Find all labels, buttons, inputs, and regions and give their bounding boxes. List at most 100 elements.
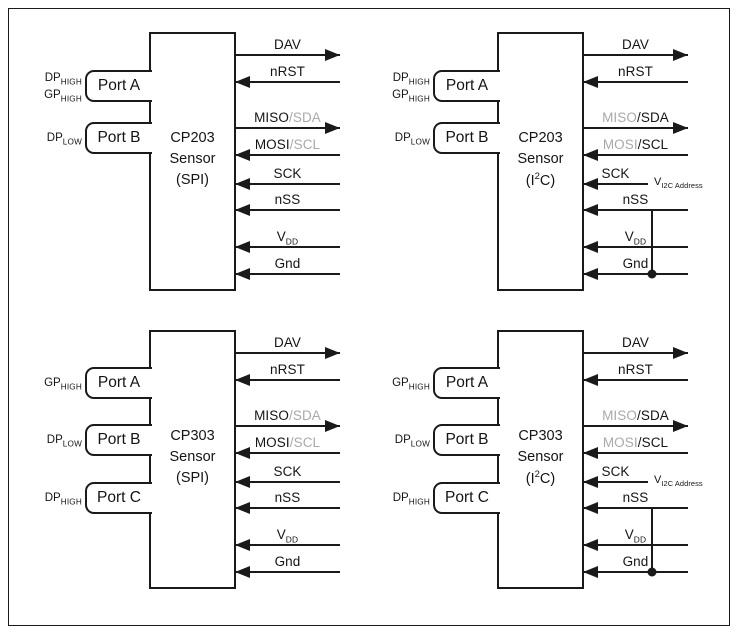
chip-bus: (I2C)	[525, 468, 556, 487]
port-pin-labels: DPLOW	[18, 433, 82, 450]
signal-label-dav: DAV	[273, 37, 302, 52]
port-tab-port-b	[85, 122, 152, 154]
signal-label-gnd: Gnd	[622, 554, 649, 569]
arrowhead-in	[235, 241, 250, 253]
arrowhead-in	[235, 149, 250, 161]
port-tab-port-a	[433, 70, 500, 102]
arrowhead-in	[583, 178, 598, 190]
arrowhead-in	[235, 178, 250, 190]
signal-label-mosi: MOSI/SCL	[602, 137, 669, 152]
arrowhead-out	[325, 420, 340, 432]
arrowhead-out	[673, 420, 688, 432]
pin-designator: DPLOW	[394, 132, 430, 147]
junction-dot	[647, 567, 657, 577]
arrowhead-in	[583, 447, 598, 459]
signal-label-gnd: Gnd	[622, 256, 649, 271]
arrowhead-in	[235, 447, 250, 459]
arrowhead-in	[583, 149, 598, 161]
arrowhead-out	[673, 122, 688, 134]
chip-bus: (I2C)	[525, 170, 556, 189]
arrowhead-in	[235, 268, 250, 280]
port-tab-port-c	[433, 482, 500, 514]
i2c-address-voltage-label: VI2C Address	[654, 176, 703, 191]
chip-name: CP203	[518, 129, 563, 146]
signal-label-gnd: Gnd	[274, 554, 301, 569]
port-tab-port-b	[433, 122, 500, 154]
pin-designator: DPLOW	[394, 434, 430, 449]
arrowhead-in	[235, 539, 250, 551]
arrowhead-in	[583, 268, 598, 280]
chip-bus: (SPI)	[175, 171, 210, 188]
arrowhead-out	[673, 49, 688, 61]
chip-kind: Sensor	[517, 448, 564, 465]
sensor-block-body	[497, 330, 584, 589]
signal-label-dav: DAV	[621, 335, 650, 350]
signal-label-nrst: nRST	[618, 362, 653, 377]
signal-label-mosi: MOSI/SCL	[254, 435, 321, 450]
chip-kind: Sensor	[517, 150, 564, 167]
signal-label-sck: SCK	[601, 464, 630, 479]
port-pin-labels: DPLOW	[366, 131, 430, 148]
signal-label-sck: SCK	[273, 464, 302, 479]
signal-label-mosi: MOSI/SCL	[602, 435, 669, 450]
pin-designator: GPHIGH	[44, 88, 82, 103]
signal-label-nrst: nRST	[618, 64, 653, 79]
signal-label-sck: SCK	[273, 166, 302, 181]
port-label-port-a: Port A	[97, 77, 141, 94]
port-tab-port-a	[85, 367, 152, 399]
arrowhead-out	[325, 122, 340, 134]
signal-label-miso: MISO/SDA	[602, 110, 669, 125]
pin-designator: DPLOW	[46, 132, 82, 147]
sensor-block-body	[497, 32, 584, 291]
signal-label-nss: nSS	[622, 192, 649, 207]
signal-label-dav: DAV	[273, 335, 302, 350]
signal-label-nss: nSS	[274, 192, 301, 207]
arrowhead-in	[583, 374, 598, 386]
port-pin-labels: DPLOW	[18, 131, 82, 148]
port-label-port-b: Port B	[97, 129, 141, 146]
arrowhead-in	[583, 241, 598, 253]
chip-kind: Sensor	[169, 448, 216, 465]
chip-name: CP303	[170, 427, 215, 444]
signal-label-vdd: VDD	[276, 527, 299, 545]
pin-designator: DPHIGH	[392, 72, 430, 87]
signal-label-mosi: MOSI/SCL	[254, 137, 321, 152]
arrowhead-in	[583, 566, 598, 578]
signal-label-nss: nSS	[274, 490, 301, 505]
arrowhead-out	[673, 347, 688, 359]
port-pin-labels: DPHIGH	[18, 491, 82, 508]
arrowhead-in	[235, 204, 250, 216]
port-tab-port-c	[85, 482, 152, 514]
port-label-port-b: Port B	[445, 129, 489, 146]
junction-dot	[647, 269, 657, 279]
arrowhead-out	[325, 347, 340, 359]
arrowhead-in	[235, 566, 250, 578]
pin-designator: GPHIGH	[44, 377, 82, 392]
signal-label-nrst: nRST	[270, 362, 305, 377]
i2c-address-voltage-label: VI2C Address	[654, 474, 703, 489]
arrowhead-in	[583, 204, 598, 216]
pin-designator: DPHIGH	[44, 72, 82, 87]
port-pin-labels: DPHIGH	[366, 491, 430, 508]
port-pin-labels: GPHIGH	[18, 376, 82, 393]
port-label-port-a: Port A	[445, 374, 489, 391]
pin-designator: DPHIGH	[44, 492, 82, 507]
arrowhead-in	[583, 539, 598, 551]
pin-designator: GPHIGH	[392, 88, 430, 103]
chip-name: CP203	[170, 129, 215, 146]
port-tab-port-a	[433, 367, 500, 399]
signal-label-nrst: nRST	[270, 64, 305, 79]
arrowhead-in	[235, 476, 250, 488]
port-label-port-a: Port A	[445, 77, 489, 94]
arrowhead-in	[583, 76, 598, 88]
signal-label-vdd: VDD	[624, 229, 647, 247]
port-label-port-c: Port C	[445, 489, 489, 506]
